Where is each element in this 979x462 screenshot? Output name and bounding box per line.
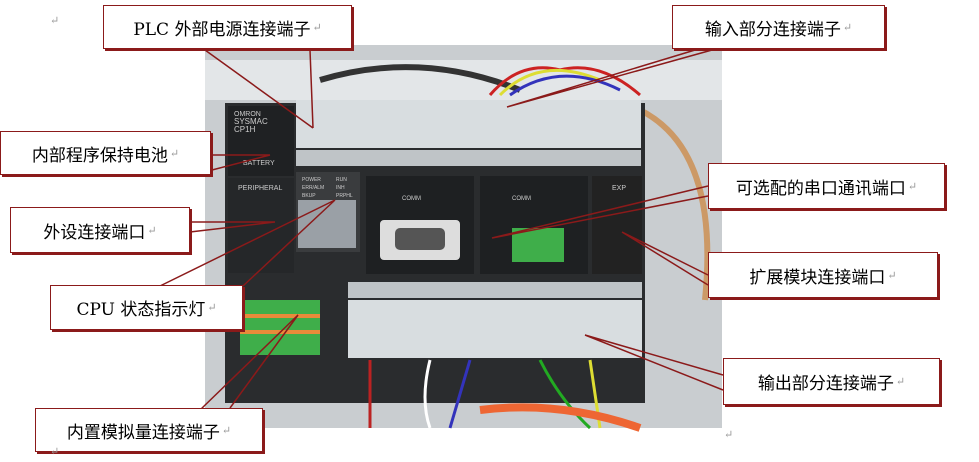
- paragraph-mark: ↵: [724, 428, 734, 441]
- series-text: SYSMAC: [234, 117, 268, 126]
- battery-cover: [228, 106, 294, 176]
- callout-peripheral-port: 外设连接端口↵: [10, 207, 190, 253]
- rs485-connector: [512, 228, 564, 262]
- peripheral-text: PERIPHERAL: [238, 185, 282, 192]
- output-terminal-block: [348, 300, 642, 358]
- svg-text:COMM: COMM: [402, 196, 421, 202]
- svg-text:BKUP: BKUP: [302, 193, 316, 199]
- svg-text:POWER: POWER: [302, 177, 321, 183]
- analog-terminal-block: [240, 300, 320, 355]
- svg-text:RUN: RUN: [336, 177, 347, 183]
- paragraph-mark: ↵: [50, 445, 60, 458]
- input-terminal-block: [296, 100, 641, 148]
- callout-cpu-status-led: CPU 状态指示灯↵: [50, 285, 243, 330]
- brand-text: OMRON: [234, 111, 261, 118]
- callout-input-terminal: 输入部分连接端子↵: [672, 5, 885, 49]
- callout-lines: [159, 49, 724, 411]
- callout-battery: 内部程序保持电池↵: [0, 131, 211, 175]
- battery-text: BATTERY: [243, 160, 275, 167]
- callout-analog-terminal: 内置模拟量连接端子↵: [35, 408, 263, 452]
- callout-output-terminal: 输出部分连接端子↵: [723, 358, 940, 405]
- svg-text:COMM: COMM: [512, 196, 531, 202]
- callout-expansion-port: 扩展模块连接端口↵: [708, 252, 938, 298]
- svg-text:INH: INH: [336, 185, 345, 191]
- exp-text: EXP: [612, 185, 626, 192]
- callout-power-terminal: PLC 外部电源连接端子↵: [103, 5, 352, 49]
- svg-text:ERR/ALM: ERR/ALM: [302, 185, 324, 191]
- callout-serial-port: 可选配的串口通讯端口↵: [708, 163, 945, 209]
- paragraph-mark: ↵: [50, 14, 60, 27]
- svg-text:PRPHL: PRPHL: [336, 193, 353, 199]
- model-text: CP1H: [234, 125, 256, 134]
